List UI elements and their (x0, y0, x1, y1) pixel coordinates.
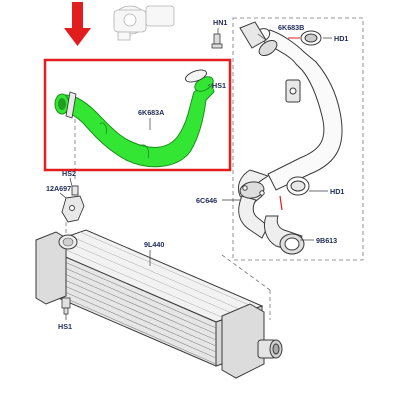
label-6c646: 6C646 (196, 196, 217, 205)
bolt-hn1 (211, 33, 223, 49)
intercooler-right-outlet (257, 339, 283, 359)
label-hs1-top: HS1 (212, 81, 226, 90)
bracket-12a697 (61, 185, 85, 223)
throttle-body-faded (113, 5, 175, 41)
intercooler-left-tank (35, 231, 67, 305)
red-hint-line (279, 195, 283, 211)
label-9l440: 9L440 (144, 240, 164, 249)
right-pipe-assembly (237, 21, 343, 255)
label-hd1-mid: HD1 (330, 187, 344, 196)
clamp-hd1-top (300, 30, 322, 46)
hose-bead (99, 122, 107, 135)
label-hd1-top: HD1 (334, 34, 348, 43)
intercooler-fins (41, 251, 217, 365)
clamp-right (185, 69, 207, 83)
label-12a697: 12A697 (46, 184, 71, 193)
label-9b613: 9B613 (316, 236, 337, 245)
intercooler-right-tank (221, 303, 265, 379)
green-hose-body (59, 79, 215, 168)
mount-pin-hs1 (61, 297, 71, 315)
label-hn1: HN1 (213, 18, 227, 27)
intercooler-top-fins (49, 231, 257, 320)
label-hs1-bottom: HS1 (58, 322, 72, 331)
hose-left-opening (58, 98, 66, 110)
hose-bead-2 (139, 144, 149, 159)
red-down-arrow-icon (64, 2, 91, 46)
label-6k683a: 6K683A (138, 108, 164, 117)
label-6k683b: 6K683B (278, 23, 304, 32)
intercooler-9l440 (35, 229, 283, 379)
highlighted-hose-6k683a (54, 69, 215, 168)
label-hs2: HS2 (62, 169, 76, 178)
leader-lines (59, 28, 332, 320)
callout-box (43, 58, 232, 172)
clamp-left (65, 91, 77, 119)
